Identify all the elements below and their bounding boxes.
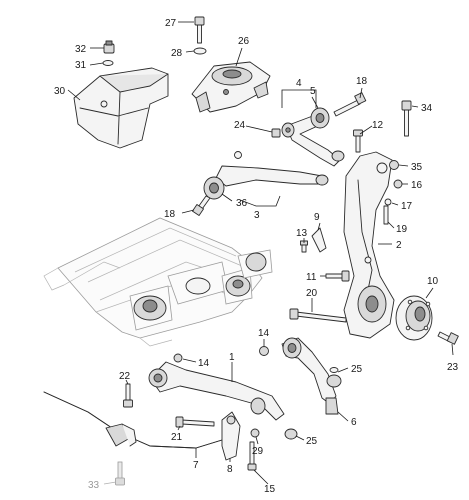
- callout-25-upper: 25: [351, 364, 363, 375]
- callout-23: 23: [447, 362, 459, 373]
- callout-27: 27: [165, 18, 177, 29]
- callout-22: 22: [119, 371, 131, 382]
- bolt-27: [194, 16, 205, 44]
- leader-lines: [67, 21, 454, 485]
- axle-carrier-subframe: [43, 217, 273, 347]
- callout-31: 31: [75, 60, 87, 71]
- callout-32: 32: [75, 44, 87, 55]
- stabilizer-link: [221, 411, 241, 461]
- callout-13: 13: [296, 228, 308, 239]
- callout-18-top: 18: [356, 76, 368, 87]
- nut-32: [103, 40, 115, 54]
- callout-5: 5: [310, 86, 316, 97]
- sensor-bracket-9: [311, 227, 327, 253]
- upper-control-arm-front: [281, 113, 341, 167]
- callout-19: 19: [396, 224, 408, 235]
- bolt-20: [289, 308, 347, 323]
- bolt-18-left: [191, 195, 211, 217]
- bolt-15: [247, 441, 257, 471]
- callout-28: 28: [171, 48, 183, 59]
- support-bearing-26: [191, 61, 271, 113]
- callout-1: 1: [229, 352, 235, 363]
- callout-29: 29: [252, 446, 264, 457]
- callout-24: 24: [234, 120, 246, 131]
- callout-25-lower: 25: [306, 436, 318, 447]
- nut-24: [271, 128, 281, 138]
- nut-24-small: [234, 151, 242, 159]
- bolt-11: [325, 270, 350, 282]
- bolt-33: [115, 461, 125, 486]
- callout-35: 35: [411, 162, 423, 173]
- callout-26: 26: [238, 36, 250, 47]
- callout-16: 16: [411, 180, 423, 191]
- callout-17: 17: [401, 201, 413, 212]
- washer-17: [384, 198, 392, 206]
- callout-4: 4: [296, 78, 302, 89]
- hub-bolt-23: [437, 331, 459, 345]
- upper-control-arm-rear: [215, 165, 329, 187]
- callout-20: 20: [306, 288, 318, 299]
- callout-2: 2: [396, 240, 402, 251]
- callout-labels: 27 28 26 32 31 30 4 18 5 34 24 12 35 16 …: [54, 18, 459, 495]
- nut-16: [393, 179, 403, 189]
- bushing-25-lower: [284, 428, 298, 440]
- callout-14-left: 14: [198, 358, 210, 369]
- callout-18-left: 18: [164, 209, 176, 220]
- callout-12: 12: [372, 120, 384, 131]
- callout-14-right: 14: [258, 328, 270, 339]
- wheel-hub: [395, 295, 433, 341]
- bushing-25-upper: [326, 367, 342, 388]
- track-control-arm: [281, 337, 339, 415]
- callout-10: 10: [427, 276, 439, 287]
- ball-joint-upper-front: [331, 150, 345, 162]
- callout-8: 8: [227, 464, 233, 475]
- bolt-19: [383, 205, 389, 225]
- bushing-36: [203, 176, 225, 200]
- bolt-22: [123, 383, 133, 408]
- callout-33: 33: [88, 480, 100, 491]
- washer-28: [193, 47, 207, 55]
- bushing-5: [310, 107, 330, 129]
- nut-35: [389, 160, 399, 170]
- wheel-carrier: [343, 151, 395, 339]
- bolt-21: [175, 416, 215, 428]
- callout-15: 15: [264, 484, 276, 495]
- callout-30: 30: [54, 86, 66, 97]
- washer-31: [102, 60, 114, 66]
- callout-36: 36: [236, 198, 248, 209]
- nut-14-left: [173, 353, 183, 363]
- nut-14-right: [259, 346, 269, 356]
- bolt-12: [353, 129, 363, 153]
- callout-21: 21: [171, 432, 183, 443]
- stabilizer-mount: [105, 423, 137, 447]
- bolt-18-top: [333, 92, 367, 117]
- bolt-34: [401, 100, 412, 137]
- callout-3: 3: [254, 210, 260, 221]
- callout-7: 7: [193, 460, 199, 471]
- callout-6: 6: [351, 417, 357, 428]
- callout-11: 11: [306, 272, 317, 283]
- nut-29: [250, 428, 260, 438]
- callout-9: 9: [314, 212, 320, 223]
- transverse-link: [148, 361, 285, 421]
- heat-shield: [73, 67, 169, 149]
- callout-34: 34: [421, 103, 433, 114]
